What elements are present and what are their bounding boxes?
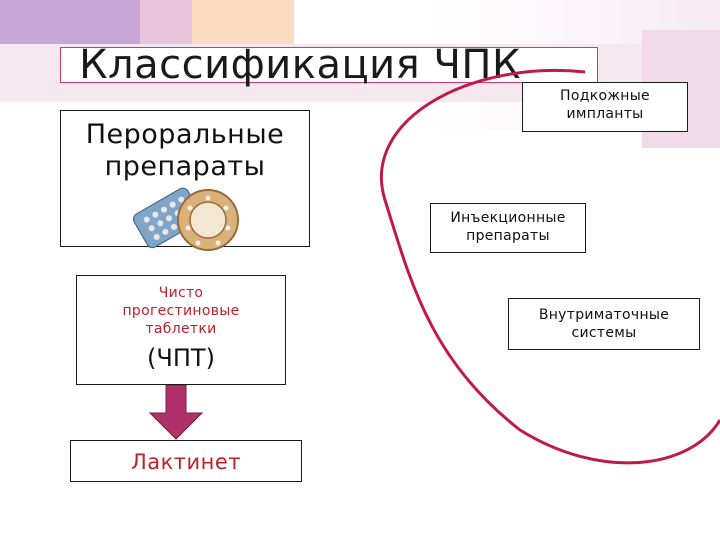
pill-pack-image xyxy=(130,187,240,260)
lactinet-box: Лактинет xyxy=(70,440,302,482)
implants-label-line1: Подкожные xyxy=(560,88,650,104)
iud-label-line2: системы xyxy=(571,325,637,341)
implants-box: Подкожные импланты xyxy=(522,82,688,132)
injections-label-line2: препараты xyxy=(466,228,550,244)
progestin-abbr: (ЧПТ) xyxy=(147,344,215,372)
down-arrow-icon xyxy=(148,385,204,440)
oral-label-line1: Пероральные xyxy=(85,119,285,150)
injections-box: Инъекционные препараты xyxy=(430,203,586,253)
implants-label-line2: импланты xyxy=(566,106,644,122)
title-box xyxy=(60,47,598,83)
lactinet-label: Лактинет xyxy=(130,450,242,474)
iud-label-line1: Внутриматочные xyxy=(538,307,670,323)
progestin-label-line1: Чисто xyxy=(158,285,204,301)
progestin-label-line3: таблетки xyxy=(145,321,217,337)
iud-box: Внутриматочные системы xyxy=(508,298,700,350)
progestin-label-line2: прогестиновые xyxy=(122,303,240,319)
page-title: Классификация ЧПК xyxy=(79,42,521,88)
curve-path xyxy=(379,69,720,465)
progestin-box: Чисто прогестиновые таблетки (ЧПТ) xyxy=(76,275,286,385)
injections-label-line1: Инъекционные xyxy=(450,210,566,226)
oral-label-line2: препараты xyxy=(104,151,266,182)
